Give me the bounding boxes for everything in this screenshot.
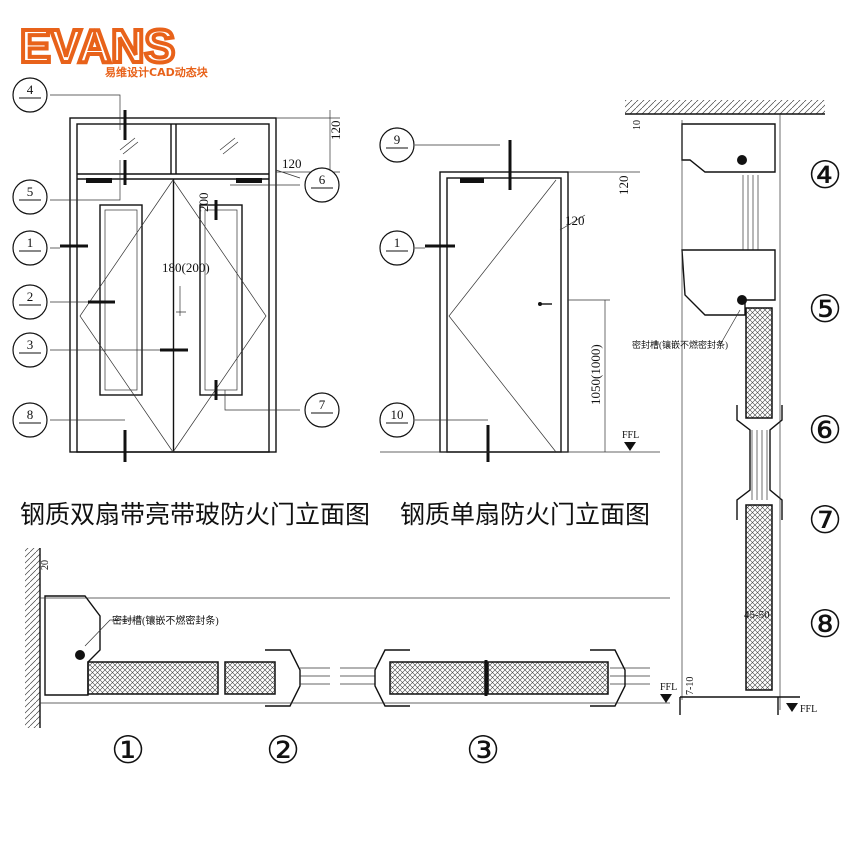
callout-number: 1 <box>394 235 401 250</box>
dim-handle-offset: 200 <box>196 193 211 213</box>
logo-brand: EVANS <box>20 20 175 72</box>
section-label: ④ <box>808 155 842 197</box>
dim-handle-height: 1050(1000) <box>588 344 603 405</box>
section-label: ① <box>111 730 145 772</box>
callout-bubble: 1 <box>12 230 48 266</box>
plan-section-labels: ① ② ③ <box>111 730 500 772</box>
ffl-label: FFL <box>800 704 817 715</box>
thickness-dim: 45-50 <box>744 609 770 621</box>
section-label: ⑦ <box>808 500 842 542</box>
bottom-gap-dim: 7-10 <box>685 677 696 695</box>
evans-logo: EVANS 易维设计CAD动态块 <box>18 18 209 79</box>
callout-number: 5 <box>27 184 34 199</box>
double-door-dims: 120 120 200 180(200) <box>162 121 343 276</box>
callout-number: 10 <box>391 407 404 422</box>
seal-note: 密封槽(镶嵌不燃密封条) <box>632 339 728 350</box>
callout-bubble: 3 <box>12 332 48 368</box>
callout-bubble: 8 <box>12 402 48 438</box>
section-label: ③ <box>466 730 500 772</box>
single-door-title: 钢质单扇防火门立面图 <box>400 501 650 529</box>
dim-handle-height: 180(200) <box>162 260 210 275</box>
vertical-section-labels: ④ ⑤ ⑥ ⑦ ⑧ <box>808 155 842 646</box>
double-door-callouts: 4 5 1 2 3 8 6 7 <box>12 77 340 438</box>
dim-side: 120 <box>565 213 585 228</box>
callout-number: 9 <box>394 132 401 147</box>
section-label: ⑤ <box>808 289 842 331</box>
callout-number: 1 <box>27 235 34 250</box>
single-door-callouts: 9 1 10 <box>379 127 415 438</box>
seal-note: 密封槽(镶嵌不燃密封条) <box>112 614 219 627</box>
callout-bubble: 1 <box>379 230 415 266</box>
gap-dim: 20 <box>40 560 51 570</box>
section-label: ② <box>266 730 300 772</box>
callout-number: 6 <box>319 172 326 187</box>
callout-number: 7 <box>319 397 326 412</box>
double-door-title: 钢质双扇带亮带玻防火门立面图 <box>20 501 370 529</box>
callout-number: 2 <box>27 289 34 304</box>
logo-tagline: 易维设计CAD动态块 <box>105 65 209 79</box>
top-gap-dim: 10 <box>632 120 643 130</box>
callout-bubble: 2 <box>12 284 48 320</box>
dim-top: 120 <box>616 176 631 196</box>
callout-bubble: 6 <box>304 167 340 203</box>
vertical-section: 密封槽(镶嵌不燃密封条) 10 45-50 7-10 FFL <box>625 100 825 715</box>
section-label: ⑧ <box>808 604 842 646</box>
ffl-label: FFL <box>622 430 639 441</box>
plan-section: 密封槽(镶嵌不燃密封条) 20 FFL <box>25 548 677 728</box>
ffl-label: FFL <box>660 682 677 693</box>
callout-bubble: 7 <box>304 392 340 428</box>
dim-top: 120 <box>328 121 343 141</box>
double-door-elevation <box>50 94 340 462</box>
callout-bubble: 4 <box>12 77 48 113</box>
callout-bubble: 10 <box>379 402 415 438</box>
single-door-elevation <box>380 140 660 462</box>
dim-side: 120 <box>282 156 302 171</box>
callout-number: 3 <box>27 337 34 352</box>
callout-bubble: 9 <box>379 127 415 163</box>
callout-number: 4 <box>27 82 34 97</box>
callout-bubble: 5 <box>12 179 48 215</box>
single-door-dims: 120 120 1050(1000) FFL <box>565 176 639 451</box>
section-label: ⑥ <box>808 410 842 452</box>
callout-number: 8 <box>27 407 34 422</box>
